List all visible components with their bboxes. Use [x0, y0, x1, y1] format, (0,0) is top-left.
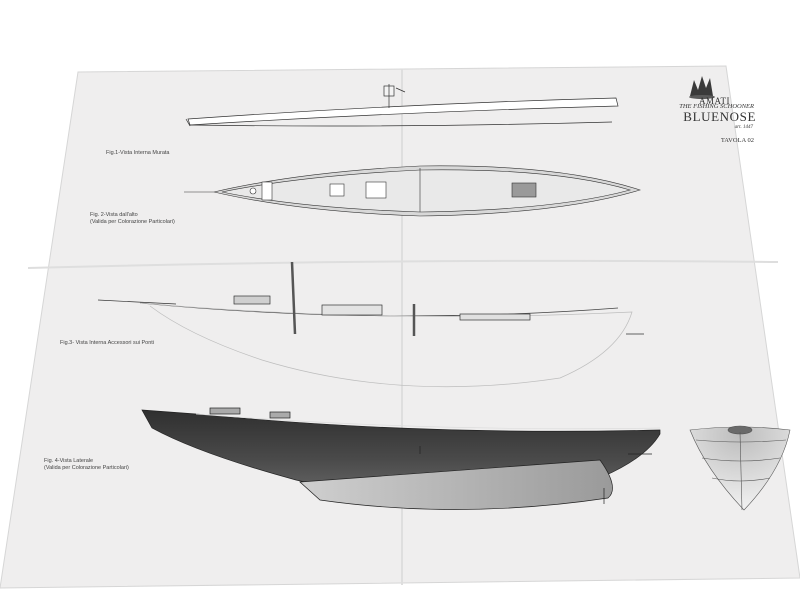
fig4-caption-note: (Valida per Colorazione Particolari) [44, 465, 129, 471]
fig1-caption: Fig.1-Vista Interna Murata [106, 150, 170, 156]
fig4-caption: Fig. 4-Vista Laterale [44, 458, 94, 464]
sheet-number: TAVOLA 02 [720, 137, 754, 144]
brand-logo-text: AMATI [699, 96, 730, 106]
paper [0, 65, 800, 589]
fig4-side-profile [141, 407, 661, 510]
fig2-deck-plan [184, 165, 642, 217]
drawing-title: BLUENOSE [683, 109, 756, 124]
amati-logo-icon [689, 76, 715, 99]
model-reference: art. 1447 [734, 125, 753, 130]
fig3-interior-profile [97, 261, 644, 388]
fig2-caption-note: (Valida per Colorazione Particolari) [90, 219, 175, 225]
fig2-caption: Fig. 2-Vista dall'alto [90, 212, 138, 218]
fig3-caption: Fig.3- Vista Interna Accessori sui Ponti [60, 340, 155, 346]
drawing-subtitle: THE FISHING SCHOONER [679, 103, 754, 110]
hull-section-drawing [689, 425, 791, 511]
fig1-bulwark-drawing [185, 84, 619, 127]
